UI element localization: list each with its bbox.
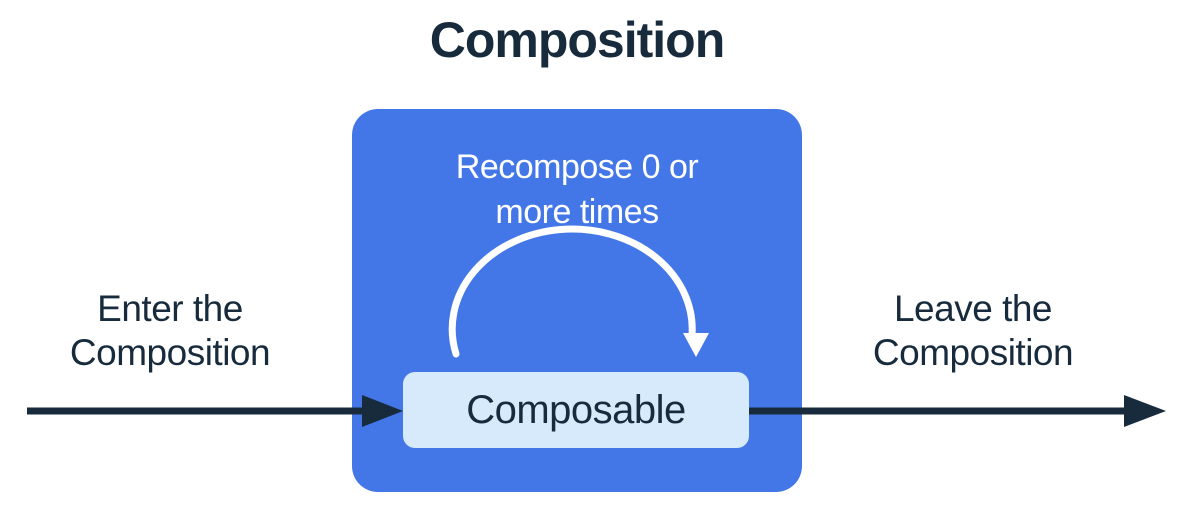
leave-composition-label: Leave the Composition	[872, 288, 1074, 373]
leave-arrow-icon	[749, 395, 1166, 427]
enter-composition-label: Enter the Composition	[69, 288, 271, 373]
enter-arrow-icon	[27, 395, 403, 427]
composable-label: Composable	[466, 387, 686, 432]
recompose-label: Recompose 0 or more times	[455, 148, 699, 231]
composition-box: Recompose 0 or more times Composable	[352, 109, 802, 492]
diagram-title: Composition	[429, 12, 726, 68]
composable-box: Composable	[403, 372, 749, 448]
